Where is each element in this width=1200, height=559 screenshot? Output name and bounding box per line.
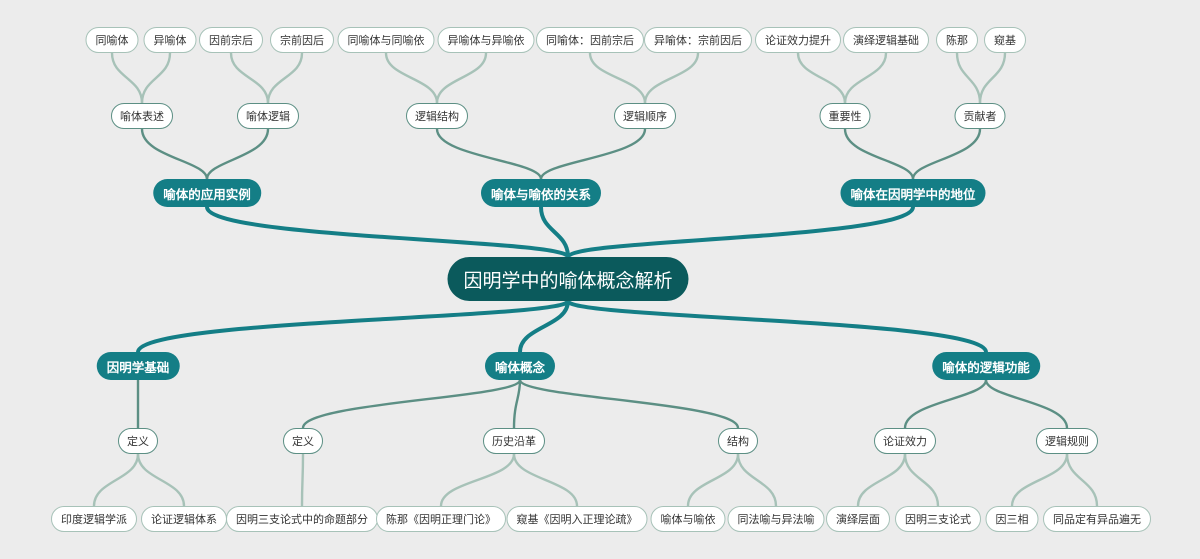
branch-sub-link <box>539 127 647 181</box>
sub-topic[interactable]: 定义 <box>118 428 158 454</box>
leaf-topic[interactable]: 论证逻辑体系 <box>141 506 227 532</box>
leaf-topic[interactable]: 演绎层面 <box>826 506 890 532</box>
sub-topic[interactable]: 贡献者 <box>954 103 1006 129</box>
branch-sub-link <box>301 378 522 430</box>
root-branch-link <box>206 206 569 258</box>
root-branch-link <box>566 205 915 259</box>
branch-topic[interactable]: 喻体概念 <box>484 352 556 380</box>
sub-leaf-link <box>643 51 700 105</box>
leaf-topic[interactable]: 演绎逻辑基础 <box>843 27 929 53</box>
branch-sub-link <box>903 378 988 430</box>
sub-leaf-link <box>110 51 144 105</box>
sub-leaf-link <box>140 51 172 105</box>
leaf-topic[interactable]: 异喻体：宗前因后 <box>644 27 752 53</box>
sub-topic[interactable]: 逻辑规则 <box>1036 428 1098 454</box>
sub-leaf-link <box>300 452 305 508</box>
leaf-topic[interactable]: 同喻体与同喻依 <box>337 27 435 53</box>
sub-leaf-link <box>955 51 982 105</box>
leaf-topic[interactable]: 陈那《因明正理门论》 <box>376 506 506 532</box>
leaf-topic[interactable]: 异喻体 <box>143 27 197 53</box>
branch-sub-link <box>518 378 740 430</box>
branch-sub-link <box>843 127 915 181</box>
branch-topic[interactable]: 喻体的应用实例 <box>153 179 261 207</box>
sub-topic[interactable]: 喻体表述 <box>111 103 173 129</box>
branch-sub-link <box>911 127 982 181</box>
sub-leaf-link <box>92 452 140 508</box>
root-topic[interactable]: 因明学中的喻体概念解析 <box>447 257 689 301</box>
branch-topic[interactable]: 因明学基础 <box>96 352 180 380</box>
sub-leaf-link <box>1065 452 1099 508</box>
leaf-topic[interactable]: 窥基 <box>984 27 1026 53</box>
sub-leaf-link <box>384 51 439 105</box>
sub-leaf-link <box>856 452 907 508</box>
leaf-topic[interactable]: 陈那 <box>936 27 978 53</box>
leaf-topic[interactable]: 因明三支论式 <box>895 506 981 532</box>
sub-leaf-link <box>686 452 740 508</box>
sub-leaf-link <box>796 51 847 105</box>
branch-sub-link <box>205 127 270 181</box>
sub-leaf-link <box>266 51 304 105</box>
sub-leaf-link <box>439 452 516 508</box>
leaf-topic[interactable]: 印度逻辑学派 <box>51 506 137 532</box>
branch-topic[interactable]: 喻体的逻辑功能 <box>932 352 1040 380</box>
sub-leaf-link <box>736 452 778 508</box>
sub-leaf-link <box>1010 452 1069 508</box>
root-branch-link <box>566 299 988 354</box>
sub-leaf-link <box>136 452 186 508</box>
branch-topic[interactable]: 喻体与喻依的关系 <box>480 179 602 207</box>
sub-topic[interactable]: 论证效力 <box>874 428 936 454</box>
sub-leaf-link <box>435 51 488 105</box>
branch-sub-link <box>512 378 522 430</box>
root-branch-link <box>137 300 569 353</box>
sub-leaf-link <box>588 51 647 105</box>
sub-leaf-link <box>229 51 270 105</box>
branch-sub-link <box>984 378 1069 430</box>
branch-topic[interactable]: 喻体在因明学中的地位 <box>840 179 986 207</box>
root-branch-link <box>205 205 570 259</box>
root-branch-link <box>136 299 570 354</box>
sub-topic[interactable]: 结构 <box>718 428 758 454</box>
root-branch-link <box>540 206 569 258</box>
sub-topic[interactable]: 喻体逻辑 <box>237 103 299 129</box>
leaf-topic[interactable]: 因明三支论式中的命题部分 <box>226 506 378 532</box>
leaf-topic[interactable]: 同法喻与异法喻 <box>727 506 825 532</box>
leaf-topic[interactable]: 论证效力提升 <box>755 27 841 53</box>
leaf-topic[interactable]: 同喻体：因前宗后 <box>536 27 644 53</box>
sub-topic[interactable]: 重要性 <box>819 103 871 129</box>
sub-topic[interactable]: 历史沿革 <box>483 428 545 454</box>
sub-leaf-link <box>843 51 888 105</box>
root-branch-link <box>519 300 569 353</box>
sub-leaf-link <box>978 51 1007 105</box>
sub-topic[interactable]: 逻辑顺序 <box>614 103 676 129</box>
sub-leaf-link <box>903 452 940 508</box>
root-branch-link <box>567 300 987 353</box>
leaf-topic[interactable]: 喻体与喻依 <box>650 506 726 532</box>
leaf-topic[interactable]: 因前宗后 <box>199 27 263 53</box>
leaf-topic[interactable]: 同喻体 <box>85 27 139 53</box>
leaf-topic[interactable]: 宗前因后 <box>270 27 334 53</box>
sub-leaf-link <box>512 452 579 508</box>
leaf-topic[interactable]: 因三相 <box>985 506 1039 532</box>
sub-topic[interactable]: 逻辑结构 <box>406 103 468 129</box>
leaf-topic[interactable]: 同品定有异品遍无 <box>1043 506 1151 532</box>
sub-topic[interactable]: 定义 <box>283 428 323 454</box>
branch-sub-link <box>435 127 543 181</box>
leaf-topic[interactable]: 窥基《因明入正理论疏》 <box>506 506 648 532</box>
root-branch-link <box>567 206 914 258</box>
leaf-topic[interactable]: 异喻体与异喻依 <box>437 27 535 53</box>
branch-sub-link <box>140 127 209 181</box>
